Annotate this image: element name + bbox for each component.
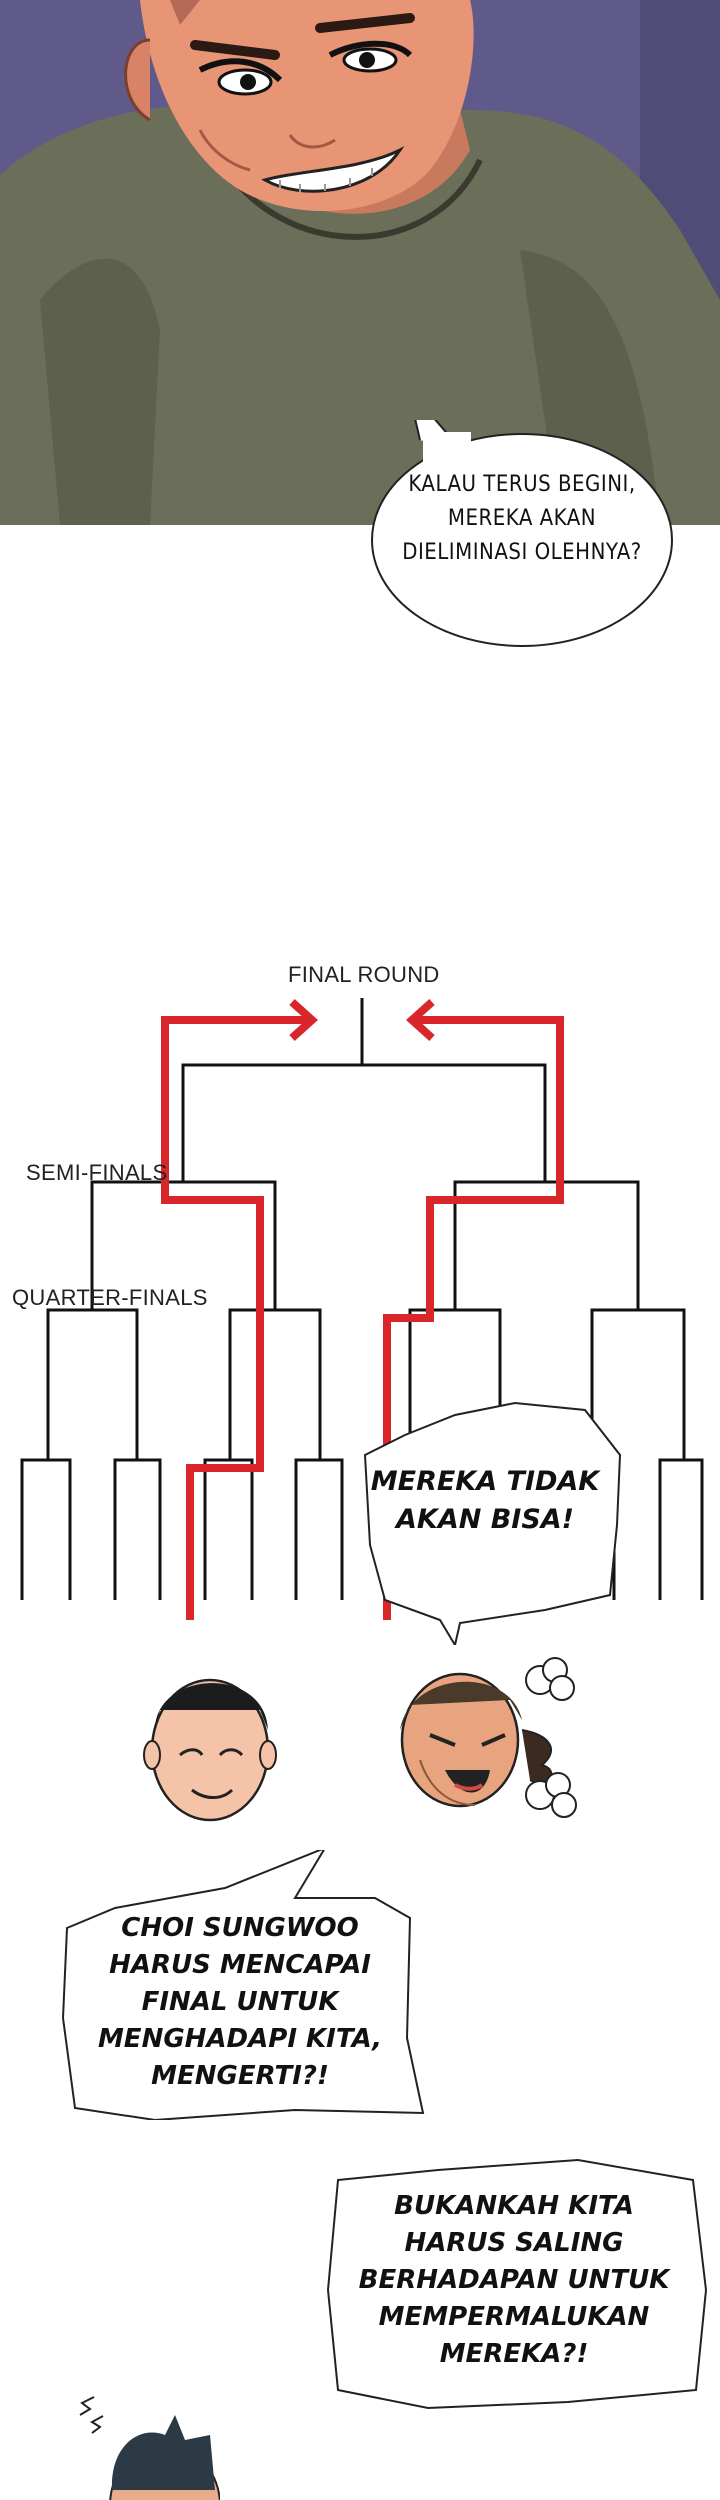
steam-puffs — [525, 1657, 577, 1818]
choi-line-3: FINAL UNTUK — [141, 1987, 339, 2017]
character-heads — [143, 1657, 577, 1822]
sleeping-character-head — [79, 2396, 220, 2500]
speech-bubble-embarrass: BUKANKAH KITA HARUS SALING BERHADAPAN UN… — [318, 2140, 710, 2410]
bracket-lines — [20, 998, 704, 1620]
speech-bubble-choi-shape — [61, 1850, 425, 2120]
final-round-label: FINAL ROUND — [288, 962, 440, 987]
calm-character-head — [143, 1678, 277, 1822]
speech-bubble-text: KALAU TERUS BEGINI, MEREKA AKAN DIELIMIN… — [368, 468, 676, 570]
speech-bubble-shape — [371, 420, 673, 647]
shout-bubble-text: MEREKA TIDAK AKAN BISA! — [345, 1463, 625, 1539]
choi-line-1: CHOI SUNGWOO — [121, 1913, 359, 1943]
speech-bubble-choi: CHOI SUNGWOO HARUS MENCAPAI FINAL UNTUK … — [55, 1850, 455, 2120]
embarrass-line-1: BUKANKAH KITA — [394, 2191, 634, 2221]
embarrass-line-3: BERHADAPAN UNTUK — [358, 2265, 670, 2295]
choi-line-4: MENGHADAPI KITA, — [97, 2024, 383, 2054]
shout-bubble-cannot: MEREKA TIDAK AKAN BISA! — [345, 1395, 625, 1645]
speech-bubble-choi-text: CHOI SUNGWOO HARUS MENCAPAI FINAL UNTUK … — [55, 1910, 425, 2095]
angry-character-head — [400, 1672, 553, 1808]
speech-line-1: KALAU TERUS BEGINI, — [408, 472, 636, 497]
quarter-finals-label: QUARTER-FINALS — [12, 1285, 208, 1310]
shout-line-2: AKAN BISA! — [396, 1504, 574, 1535]
speech-line-3: DIELIMINASI OLEHNYA? — [402, 540, 642, 565]
top-panel-character-illustration — [0, 0, 720, 525]
choi-line-5: MENGERTI?! — [151, 2061, 329, 2091]
character-drawing — [0, 0, 720, 525]
choi-line-2: HARUS MENCAPAI — [109, 1950, 371, 1980]
speech-bubble-eliminated: KALAU TERUS BEGINI, MEREKA AKAN DIELIMIN… — [368, 420, 676, 650]
speech-line-2: MEREKA AKAN — [447, 506, 597, 531]
embarrass-line-2: HARUS SALING — [404, 2228, 624, 2258]
tournament-bracket: FINAL ROUND SEMI-FINALS QUARTER-FINALS — [0, 940, 720, 1680]
speech-bubble-embarrass-shape — [326, 2158, 708, 2410]
embarrass-line-5: MEREKA?! — [439, 2339, 589, 2369]
semi-finals-label: SEMI-FINALS — [26, 1160, 168, 1185]
shout-line-1: MEREKA TIDAK — [370, 1466, 600, 1497]
embarrass-line-4: MEMPERMALUKAN — [378, 2302, 650, 2332]
speech-bubble-embarrass-text: BUKANKAH KITA HARUS SALING BERHADAPAN UN… — [318, 2188, 710, 2373]
shout-bubble-shape — [363, 1401, 622, 1645]
